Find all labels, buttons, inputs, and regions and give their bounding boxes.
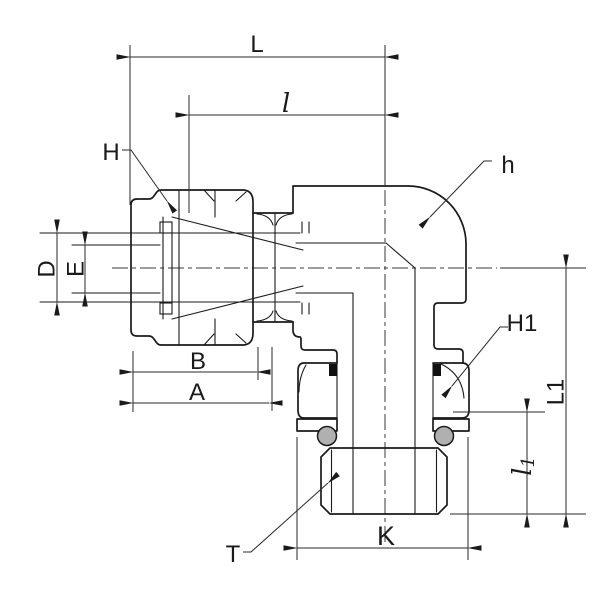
retaining-washer-left — [296, 418, 338, 432]
centerlines — [112, 190, 497, 545]
o-ring-right — [433, 425, 455, 447]
label-L1: L1 — [542, 379, 569, 406]
retaining-washer-right — [432, 418, 470, 432]
body-hex — [252, 212, 294, 323]
seal-ring-right — [433, 364, 441, 376]
leader-H — [122, 149, 178, 214]
labels: L l H h H1 D E B A T K L1 l1 — [33, 31, 569, 568]
label-D: D — [33, 260, 60, 277]
label-l: l — [282, 89, 290, 119]
elbow-block — [292, 185, 467, 364]
threaded-stub — [320, 447, 448, 515]
label-L: L — [250, 31, 263, 58]
label-h: h — [501, 152, 514, 179]
dimensions — [54, 45, 586, 560]
compression-nut — [130, 189, 254, 346]
label-B: B — [190, 348, 206, 375]
label-H: H — [102, 139, 119, 166]
label-K: K — [377, 521, 395, 551]
label-l1: l1 — [508, 456, 539, 476]
label-E: E — [62, 261, 89, 277]
label-A: A — [189, 379, 205, 406]
o-ring-left — [316, 425, 338, 447]
leader-h — [418, 160, 492, 229]
label-H1: H1 — [507, 310, 538, 337]
fitting-body — [39, 185, 470, 515]
lower-hex — [297, 362, 470, 419]
seal-ring-left — [329, 364, 337, 376]
leader-H1 — [441, 326, 508, 399]
leader-T — [243, 471, 340, 553]
label-T: T — [226, 541, 241, 568]
bore-lines — [295, 242, 416, 294]
